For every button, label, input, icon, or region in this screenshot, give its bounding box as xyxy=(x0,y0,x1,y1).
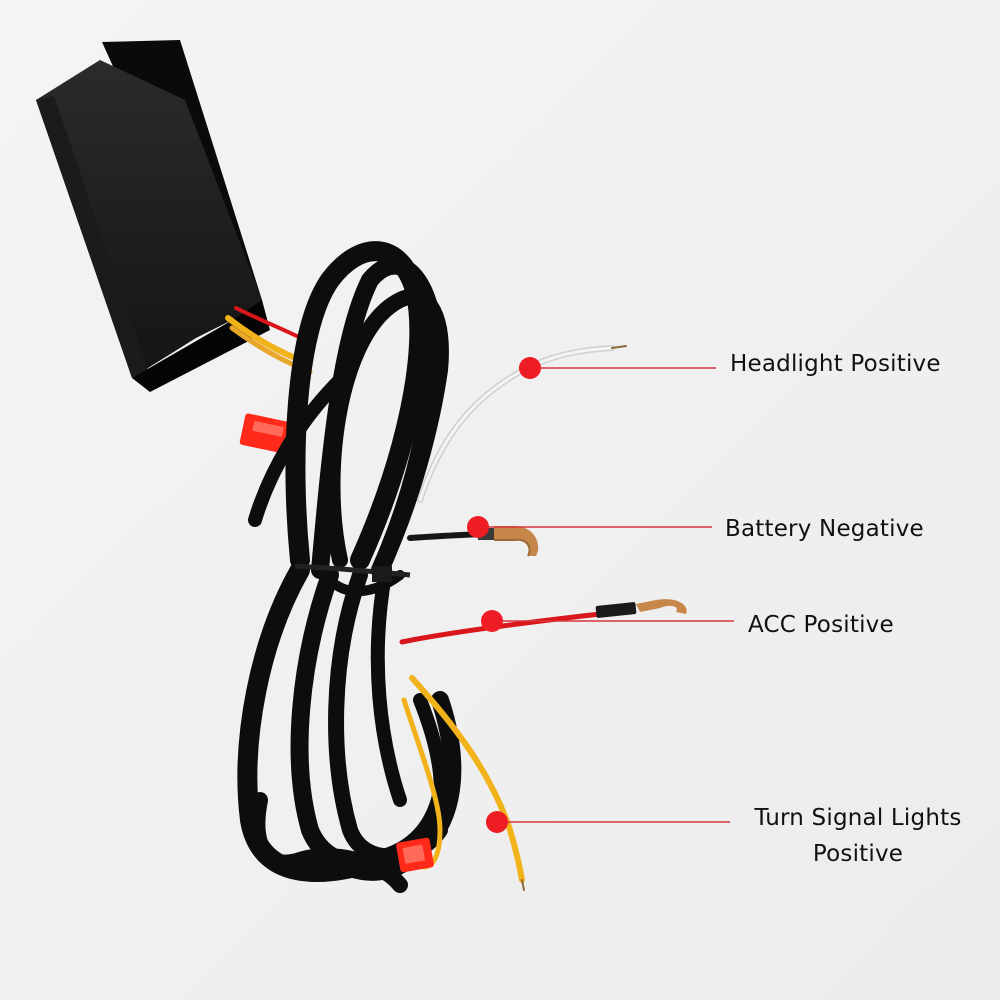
marker-turn-dot xyxy=(486,811,508,833)
acc-positive-label: ACC Positive xyxy=(748,612,894,638)
marker-battery-dot xyxy=(467,516,489,538)
headlight-positive-label: Headlight Positive xyxy=(730,351,941,377)
white-wire xyxy=(417,345,627,503)
marker-headlight-dot xyxy=(519,357,541,379)
red-connector xyxy=(396,837,434,873)
leader-lines xyxy=(478,367,734,823)
turn-signal-label: Turn Signal Lights Positive xyxy=(740,800,976,872)
turn-signal-label-line1: Turn Signal Lights xyxy=(754,805,962,831)
control-box xyxy=(36,40,270,392)
battery-negative-label: Battery Negative xyxy=(725,516,924,542)
red-wire-terminal xyxy=(399,599,687,645)
turn-signal-label-line2: Positive xyxy=(812,841,904,867)
marker-dots xyxy=(467,357,541,833)
cable-tie xyxy=(294,563,411,582)
marker-acc-dot xyxy=(481,610,503,632)
